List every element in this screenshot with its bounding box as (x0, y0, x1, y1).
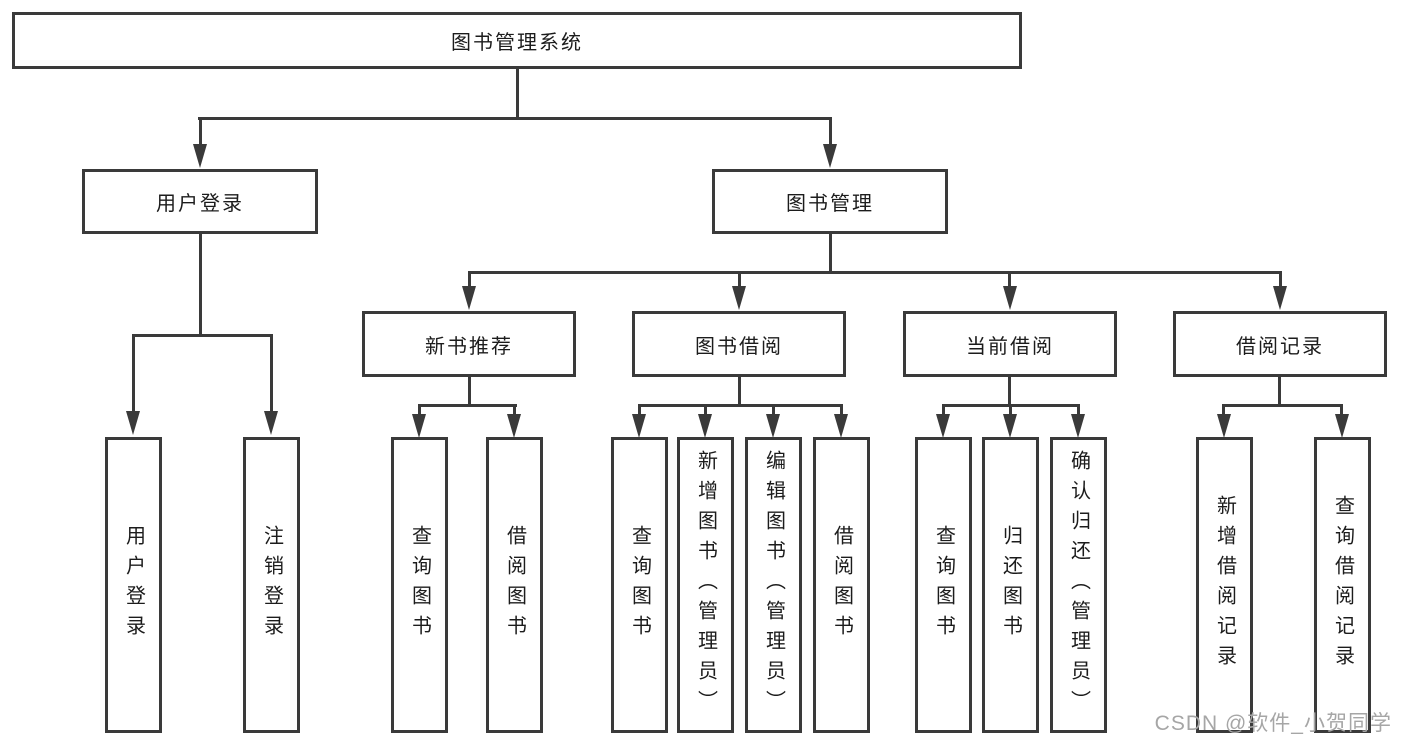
leaf-edit-book-admin-label: 编辑图书（管理员） (762, 450, 785, 720)
arrow-down-icon (936, 414, 950, 438)
connector-recommend-stem (468, 377, 471, 406)
arrow-down-icon (823, 144, 837, 168)
connector-user-login-rail (132, 334, 273, 337)
node-book-borrow: 图书借阅 (632, 311, 846, 377)
leaf-query-borrow-record-label: 查询借阅记录 (1331, 495, 1354, 675)
leaf-edit-book-admin: 编辑图书（管理员） (745, 437, 802, 733)
arrow-down-icon (1273, 286, 1287, 310)
connector-records-rail (1222, 404, 1343, 407)
node-borrow-records-label: 借阅记录 (1236, 335, 1324, 358)
node-root-label: 图书管理系统 (451, 32, 583, 54)
connector-drop (738, 271, 741, 287)
node-book-management-label: 图书管理 (786, 193, 874, 215)
leaf-borrow-books: 借阅图书 (813, 437, 870, 733)
connector-drop (1222, 404, 1225, 416)
connector-drop (1008, 271, 1011, 287)
leaf-return-book-label: 归还图书 (999, 525, 1022, 645)
node-current-borrow-label: 当前借阅 (966, 335, 1054, 358)
leaf-return-book: 归还图书 (982, 437, 1039, 733)
node-borrow-records: 借阅记录 (1173, 311, 1387, 377)
leaf-logout: 注销登录 (243, 437, 300, 733)
arrow-down-icon (264, 411, 278, 435)
connector-recommend-rail (418, 404, 517, 407)
connector-current-stem (1008, 377, 1011, 406)
arrow-down-icon (632, 414, 646, 438)
node-new-book-recommend-label: 新书推荐 (425, 335, 513, 358)
leaf-query-borrow-record: 查询借阅记录 (1314, 437, 1371, 733)
arrow-down-icon (462, 286, 476, 310)
leaf-add-borrow-record-label: 新增借阅记录 (1213, 495, 1236, 675)
leaf-user-login-label: 用户登录 (122, 525, 145, 645)
connector-drop (1279, 271, 1282, 287)
leaf-query-books-current: 查询图书 (915, 437, 972, 733)
arrow-down-icon (412, 414, 426, 438)
leaf-logout-label: 注销登录 (260, 525, 283, 645)
connector-drop (772, 404, 775, 416)
arrow-down-icon (1217, 414, 1231, 438)
connector-drop (1009, 404, 1012, 416)
connector-root-rail (198, 117, 832, 120)
arrow-down-icon (193, 144, 207, 168)
connector-borrow-rail (638, 404, 843, 407)
connector-drop (1077, 404, 1080, 416)
connector-drop (418, 404, 421, 416)
leaf-user-login: 用户登录 (105, 437, 162, 733)
csdn-watermark: CSDN @软件_小贺同学 (1154, 712, 1392, 735)
leaf-borrow-books-recommend-label: 借阅图书 (503, 525, 526, 645)
node-root-library-system: 图书管理系统 (12, 12, 1022, 69)
connector-drop (468, 271, 471, 287)
arrow-down-icon (1071, 414, 1085, 438)
connector-drop (1340, 404, 1343, 416)
arrow-down-icon (834, 414, 848, 438)
leaf-query-books-borrow: 查询图书 (611, 437, 668, 733)
node-current-borrow: 当前借阅 (903, 311, 1117, 377)
connector-drop (942, 404, 945, 416)
leaf-query-books-recommend-label: 查询图书 (408, 525, 431, 645)
node-book-management: 图书管理 (712, 169, 948, 234)
connector-drop (270, 334, 273, 412)
connector-drop (704, 404, 707, 416)
leaf-query-books-current-label: 查询图书 (932, 525, 955, 645)
connector-drop (199, 117, 202, 145)
arrow-down-icon (1335, 414, 1349, 438)
connector-records-stem (1278, 377, 1281, 406)
leaf-borrow-books-recommend: 借阅图书 (486, 437, 543, 733)
connector-user-login-stem (199, 234, 202, 336)
leaf-add-book-admin: 新增图书（管理员） (677, 437, 734, 733)
node-user-login: 用户登录 (82, 169, 318, 234)
arrow-down-icon (766, 414, 780, 438)
arrow-down-icon (732, 286, 746, 310)
arrow-down-icon (1003, 286, 1017, 310)
arrow-down-icon (1003, 414, 1017, 438)
connector-book-mgmt-rail (468, 271, 1282, 274)
leaf-query-books-borrow-label: 查询图书 (628, 525, 651, 645)
connector-book-mgmt-stem (829, 234, 832, 273)
leaf-add-book-admin-label: 新增图书（管理员） (694, 450, 717, 720)
connector-drop (132, 334, 135, 412)
connector-root-stem (516, 69, 519, 119)
arrow-down-icon (698, 414, 712, 438)
leaf-borrow-books-label: 借阅图书 (830, 525, 853, 645)
node-book-borrow-label: 图书借阅 (695, 335, 783, 358)
node-user-login-label: 用户登录 (156, 193, 244, 215)
leaf-add-borrow-record: 新增借阅记录 (1196, 437, 1253, 733)
connector-drop (829, 117, 832, 145)
arrow-down-icon (126, 411, 140, 435)
arrow-down-icon (507, 414, 521, 438)
node-new-book-recommend: 新书推荐 (362, 311, 576, 377)
connector-drop (638, 404, 641, 416)
connector-drop (840, 404, 843, 416)
connector-drop (513, 404, 516, 416)
leaf-query-books-recommend: 查询图书 (391, 437, 448, 733)
leaf-confirm-return-admin-label: 确认归还（管理员） (1067, 450, 1090, 720)
leaf-confirm-return-admin: 确认归还（管理员） (1050, 437, 1107, 733)
connector-borrow-stem (738, 377, 741, 406)
